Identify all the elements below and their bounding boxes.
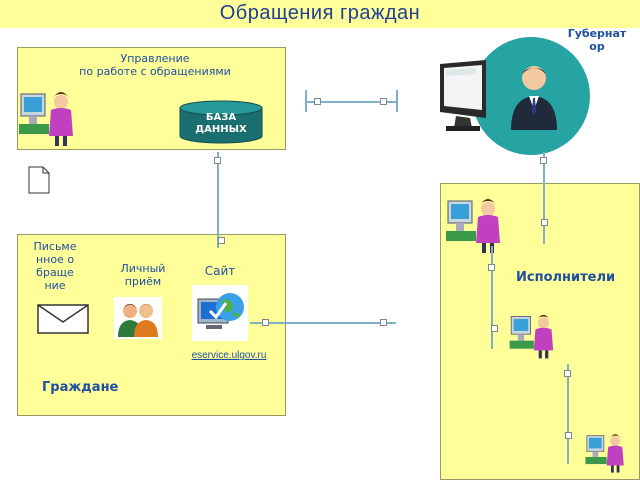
executors-label: Исполнители [516, 270, 615, 285]
connector-management-governor [305, 101, 397, 103]
connector-executors-chain [491, 246, 493, 349]
connector-node [214, 157, 221, 164]
database-cylinder-icon [179, 100, 263, 144]
connector-node [380, 98, 387, 105]
management-label-line2: по работе с обращениями [79, 65, 231, 78]
citizens-label: Граждане [42, 380, 118, 395]
management-label-line1: Управление [120, 52, 190, 65]
two-people-icon [114, 297, 162, 339]
connector-node [314, 98, 321, 105]
woman-at-computer-icon [509, 314, 554, 359]
page-title: Обращения граждан [219, 2, 421, 24]
written-request-label: Письменное обращение [33, 240, 77, 300]
connector-node [488, 264, 495, 271]
management-label: Управление по работе с обращениями [60, 52, 250, 78]
governor-label-text: Губернатор [567, 27, 627, 53]
connector-node [491, 325, 498, 332]
document-icon [28, 166, 50, 194]
connector-end-tick [305, 90, 307, 112]
connector-end-tick [396, 90, 398, 112]
connector-node [540, 157, 547, 164]
woman-at-computer-icon [19, 92, 73, 146]
database-label-line2: ДАННЫХ [195, 124, 247, 135]
written-request-text: Письменное обращение [33, 240, 77, 292]
connector-executors-chain [567, 364, 569, 464]
connector-node [564, 370, 571, 377]
connector-management-citizens [217, 152, 219, 248]
citizens-label-text: Граждане [42, 380, 119, 395]
executors-label-text: Исполнители [516, 270, 616, 285]
governor-avatar-icon [511, 66, 557, 130]
connector-node [218, 237, 225, 244]
site-url[interactable]: eservice.ulgov.ru [191, 350, 267, 361]
globe-computer-icon [192, 285, 248, 341]
envelope-icon [37, 304, 89, 334]
connector-governor-executors [543, 152, 545, 244]
connector-node [380, 319, 387, 326]
governor-label: Губернатор [566, 27, 628, 53]
personal-reception-label: Личный приём [116, 262, 170, 288]
site-label: Сайт [200, 265, 240, 278]
database-label: БАЗА ДАННЫХ [178, 112, 264, 136]
connector-node [565, 432, 572, 439]
connector-node [262, 319, 269, 326]
woman-at-computer-icon [585, 434, 624, 473]
connector-site-executors [250, 322, 396, 324]
title-bar [0, 0, 640, 28]
personal-reception-text: Личный приём [120, 262, 166, 288]
monitor-icon [440, 60, 486, 131]
woman-at-computer-icon [446, 199, 500, 253]
site-label-text: Сайт [204, 264, 236, 278]
connector-node [541, 219, 548, 226]
database-label-line1: БАЗА [205, 112, 237, 123]
